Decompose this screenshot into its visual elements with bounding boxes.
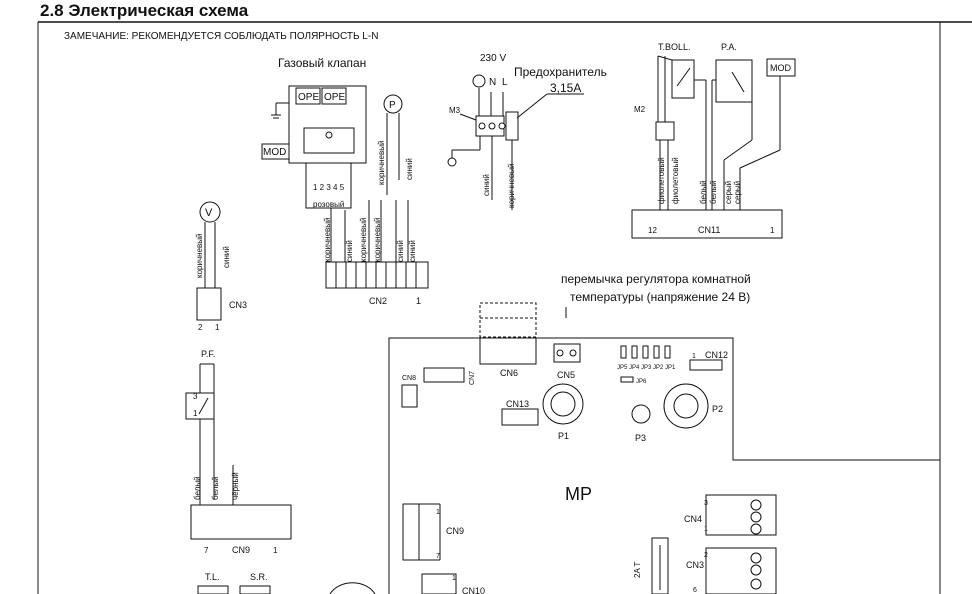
cn11-wire-3: белый (699, 180, 708, 204)
pf-pin7: 7 (204, 546, 209, 555)
gas-valve: Газовый клапан OPE OPE MOD 1 2 3 4 5 роз… (261, 56, 367, 209)
ope-label-2: OPE (324, 92, 345, 103)
cn7-label: CN7 (469, 371, 476, 385)
pf-wire-2: белый (211, 476, 220, 500)
cn8-label: CN8 (402, 375, 416, 382)
cn2-wire-1: коричневый (323, 218, 332, 262)
earth-icon (472, 74, 486, 88)
cn12-pin: 1 (692, 353, 696, 360)
cn4-pin1: 1 (704, 526, 708, 533)
cn2-wire-5: синий (396, 240, 405, 262)
p1-label: P1 (558, 431, 569, 441)
live-label: L (502, 77, 508, 88)
ground-icon-2 (447, 157, 457, 167)
cn12-label: CN12 (705, 350, 728, 360)
cn2-wire-2: синий (345, 240, 354, 262)
cn11-pin1: 1 (770, 226, 775, 235)
jumper-note-line1: перемычка регулятора комнатной (561, 272, 751, 286)
cn2-label: CN2 (369, 296, 387, 306)
pf-group: P.F. 3 1 белый белый чёрный 7 CN9 1 (185, 349, 292, 555)
cn2-wire-3: коричневый (359, 218, 368, 262)
cn5-label: CN5 (557, 370, 575, 380)
gas-valve-title: Газовый клапан (278, 56, 366, 70)
jp6-label: JP6 (636, 379, 647, 385)
ground-icon (325, 131, 333, 139)
fuse2a-label: 2A T (633, 562, 642, 578)
pf-wire-3: чёрный (231, 472, 240, 500)
pump-wire-blue: синий (405, 158, 414, 180)
v-cn3-label: CN3 (229, 300, 247, 310)
board-cn9-pin7: 7 (436, 553, 440, 560)
cn11-group: T.BOLL. P.A. M2 фиолетовый фиолетовый бе… (631, 42, 796, 239)
mp-label: MP (565, 484, 592, 504)
cn11-pin12: 12 (648, 226, 657, 235)
power-wire-brown: коричневый (507, 164, 516, 208)
pf-pin3: 3 (193, 392, 198, 401)
cn2-pin-1: 1 (416, 296, 421, 306)
cn11-wire-2: фиолетовый (671, 157, 680, 204)
pump-symbol: P (389, 100, 396, 111)
cn11-label: CN11 (698, 225, 720, 235)
voltage-label: 230 V (480, 53, 506, 64)
cn2-wire-4: коричневый (373, 218, 382, 262)
board-cn3-pin2: 2 (704, 552, 708, 559)
pf-label: P.F. (201, 349, 215, 359)
p2-label: P2 (712, 404, 723, 414)
m2-label: M2 (634, 105, 646, 114)
cn2-wire-6: синий (408, 240, 417, 262)
fuse-value: 3,15A (550, 81, 581, 95)
v-cn3-pin1: 1 (215, 323, 220, 332)
ope-label-1: OPE (298, 92, 319, 103)
pump-wire-brown: коричневый (377, 141, 386, 185)
cn10-label: CN10 (462, 586, 485, 594)
neutral-label: N (489, 77, 496, 88)
main-board: CN6 CN5 CN7 CN8 CN13 P1 P2 P3 JP5 JP4 JP… (388, 302, 940, 594)
v-cn3-pin2: 2 (198, 323, 203, 332)
v-symbol: V (205, 207, 213, 219)
cn11-wire-1: фиолетовый (657, 157, 666, 204)
cn11-wire-5: серый (724, 181, 733, 204)
pa-label: P.A. (721, 42, 737, 52)
cn4-pin3: 3 (704, 500, 708, 507)
cn13-label: CN13 (506, 399, 529, 409)
cn2-connector: коричневый синий коричневый коричневый с… (323, 200, 429, 306)
gas-mod-label: MOD (263, 147, 286, 158)
cn4-label: CN4 (684, 514, 702, 524)
gas-valve-wire-pink: розовый (313, 200, 344, 209)
section-title: 2.8 Электрическая схема (40, 1, 249, 20)
jp-labels: JP5 JP4 JP3 JP2 JP1 (617, 365, 676, 371)
tboll-label: T.BOLL. (658, 42, 691, 52)
cn10-pin1: 1 (452, 575, 456, 582)
fuse-label: Предохранитель (514, 65, 607, 79)
board-cn9-label: CN9 (446, 526, 464, 536)
p2-potentiometer[interactable] (663, 383, 709, 429)
sr-label: S.R. (250, 572, 268, 582)
gas-valve-pins: 1 2 3 4 5 (313, 183, 345, 192)
pf-pin1b: 1 (273, 546, 278, 555)
power-wire-blue: синий (482, 174, 491, 196)
cn11-wire-4: белый (709, 180, 718, 204)
pump: P коричневый синий (377, 94, 414, 195)
board-cn3-label: CN3 (686, 560, 704, 570)
tr-mod-label: MOD (770, 63, 791, 73)
pf-pin1: 1 (193, 409, 198, 418)
v-sensor: V коричневый синий CN3 2 1 (195, 201, 247, 332)
p3-label: P3 (635, 433, 646, 443)
v-wire-brown: коричневый (195, 234, 204, 278)
cn6-label: CN6 (500, 368, 518, 378)
board-cn9-pin1: 1 (436, 509, 440, 516)
pf-cn9-label: CN9 (232, 545, 250, 555)
p3-potentiometer[interactable] (631, 404, 651, 424)
pf-wire-1: белый (193, 476, 202, 500)
power-input: 230 V N L Предохранитель 3,15A M3 синий … (447, 53, 607, 210)
v-wire-blue: синий (222, 246, 231, 268)
m3-label: M3 (449, 106, 461, 115)
tl-label: T.L. (205, 572, 220, 582)
polarity-note: ЗАМЕЧАНИЕ: РЕКОМЕНДУЕТСЯ СОБЛЮДАТЬ ПОЛЯР… (64, 31, 378, 42)
cn11-wire-6: серый (733, 181, 742, 204)
p1-potentiometer[interactable] (542, 383, 584, 425)
board-cn3-pin6: 6 (693, 587, 697, 594)
jumper-note-line2: температуры (напряжение 24 В) (570, 290, 750, 304)
